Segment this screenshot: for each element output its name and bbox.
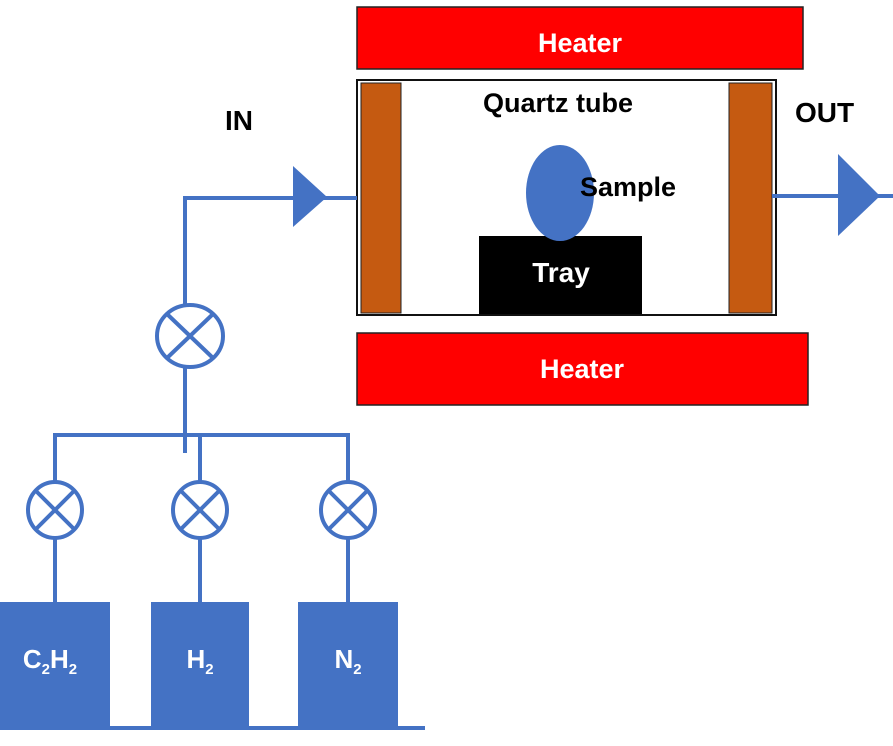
h2-valve-icon <box>171 480 229 540</box>
h2-cylinder <box>151 602 249 726</box>
c2h2-valve-icon <box>26 480 84 540</box>
end-cap-right <box>728 82 773 314</box>
heater-top-label: Heater <box>538 28 623 58</box>
tray-label: Tray <box>532 257 590 288</box>
n2-valve-icon <box>319 480 377 540</box>
heater-bottom-label: Heater <box>540 354 625 384</box>
sample-label: Sample <box>580 172 676 202</box>
sample <box>526 145 594 241</box>
heater-bottom <box>356 332 809 406</box>
in-label: IN <box>225 105 253 136</box>
end-cap-left <box>360 82 402 314</box>
heater-top <box>356 6 804 70</box>
n2-label: N2 <box>334 644 361 678</box>
out-label: OUT <box>795 97 854 128</box>
h2-label: H2 <box>186 644 213 678</box>
inlet-arrow-icon <box>293 166 327 227</box>
quartz-tube-label: Quartz tube <box>483 88 633 118</box>
c2h2-cylinder <box>0 602 110 726</box>
main-valve-icon <box>155 303 225 369</box>
c2h2-label: C2H2 <box>23 644 77 678</box>
tray <box>479 236 642 314</box>
outlet-arrow-icon <box>838 154 880 236</box>
n2-cylinder <box>298 602 398 726</box>
